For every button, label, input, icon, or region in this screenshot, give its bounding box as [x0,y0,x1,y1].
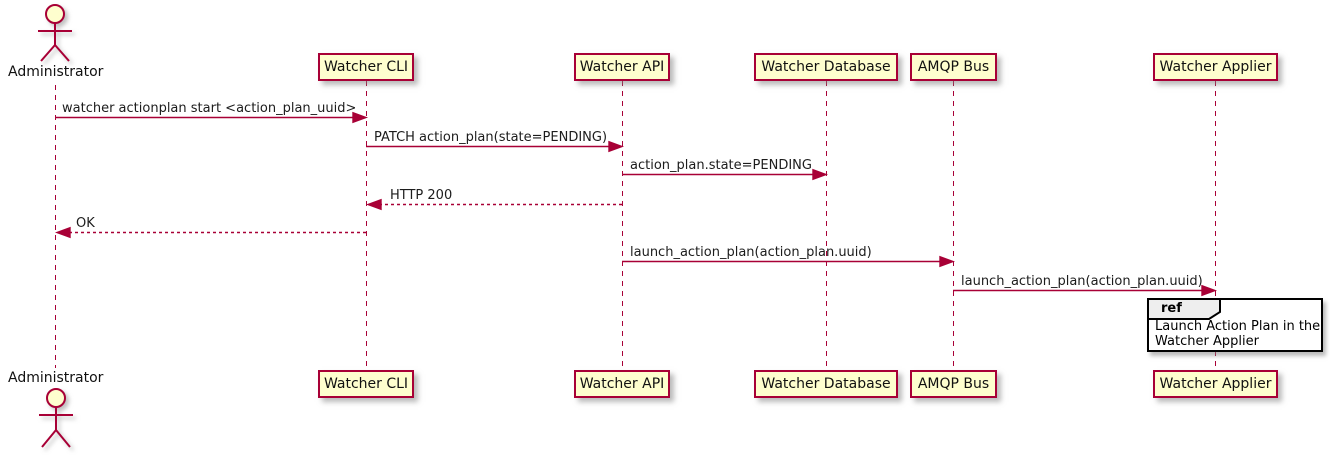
participant-watcher-api-top: Watcher API [574,53,670,81]
participant-watcher-database-top: Watcher Database [754,53,898,81]
actor-label-administrator-top: Administrator [8,64,104,80]
arrowhead-right-2 [608,140,625,153]
message-label-4: HTTP 200 [390,188,453,203]
participant-watcher-database-bottom: Watcher Database [754,370,898,398]
arrowhead-right-7 [1201,284,1218,297]
message-label-3: action_plan.state=PENDING [630,158,812,173]
participant-watcher-api-bottom: Watcher API [574,370,670,398]
arrowhead-right-1 [352,111,369,124]
message-label-6: launch_action_plan(action_plan.uuid) [630,245,872,260]
participant-watcher-applier-bottom: Watcher Applier [1153,370,1278,398]
participant-amqp-bus-top: AMQP Bus [910,53,997,81]
participant-watcher-cli-top: Watcher CLI [318,53,414,81]
ref-text: Launch Action Plan in the Watcher Applie… [1155,319,1321,350]
participant-amqp-bus-bottom: AMQP Bus [910,370,997,398]
arrowhead-right-6 [939,255,956,268]
message-label-5: OK [76,216,95,231]
arrowhead-left-4 [365,198,382,211]
ref-fragment: ref Launch Action Plan in the Watcher Ap… [1147,298,1323,352]
actor-icon-administrator-top [38,4,72,62]
message-label-1: watcher actionplan start <action_plan_uu… [62,101,357,116]
actor-label-administrator-bottom: Administrator [8,370,104,386]
participant-watcher-applier-top: Watcher Applier [1153,53,1278,81]
message-label-7: launch_action_plan(action_plan.uuid) [961,274,1203,289]
ref-tab-shape [1147,298,1221,320]
participant-watcher-cli-bottom: Watcher CLI [318,370,414,398]
actor-icon-administrator-bottom [39,388,73,448]
arrowhead-left-5 [54,226,71,239]
ref-keyword: ref [1161,301,1182,316]
message-label-2: PATCH action_plan(state=PENDING) [374,130,608,145]
arrowhead-right-3 [812,168,829,181]
